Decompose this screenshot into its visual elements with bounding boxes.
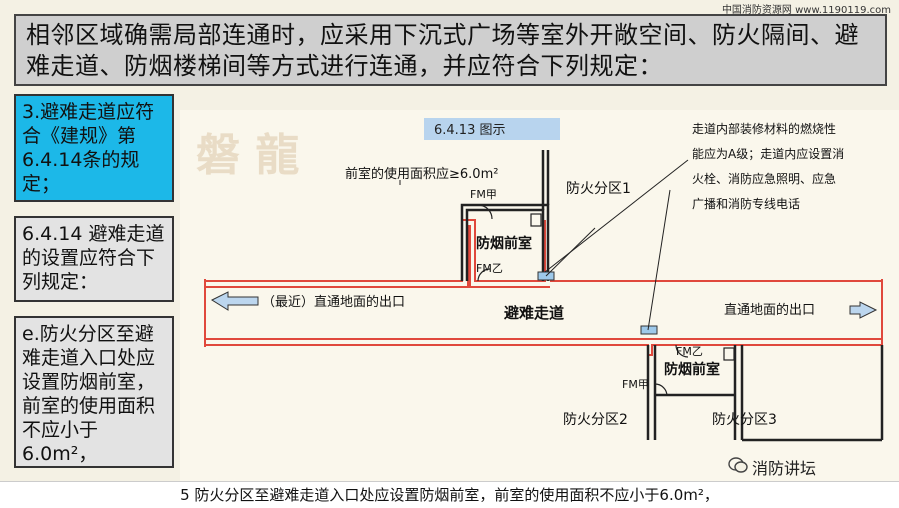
- material-note-line-4: 广播和消防专线电话: [692, 196, 800, 211]
- exit-left-label: （最近）直通地面的出口: [262, 294, 405, 310]
- side-box-item-e: e.防火分区至避难走道入口处应设置防烟前室，前室的使用面积不应小于6.0m²，: [14, 316, 174, 468]
- fm-a-upper-label: FM甲: [470, 188, 497, 201]
- lower-anteroom-walls: [646, 345, 884, 442]
- zone-2-label: 防火分区2: [563, 412, 628, 428]
- anteroom-lower-label: 防烟前室: [664, 361, 720, 378]
- zone-1-label: 防火分区1: [566, 181, 631, 197]
- door-fm-a-upper: [477, 204, 493, 220]
- zone-3-label: 防火分区3: [712, 412, 777, 428]
- anteroom-upper-label: 防烟前室: [476, 235, 532, 252]
- hydrant-upper: [530, 213, 542, 227]
- brand-name: 消防讲坛: [752, 459, 817, 478]
- diagram-header: 6.4.13 图示: [434, 123, 505, 138]
- material-note-line-1: 走道内部装修材料的燃烧性: [692, 121, 836, 136]
- fm-a-lower-label: FM甲: [622, 378, 649, 391]
- page-title: 相邻区域确需局部连通时，应采用下沉式广场等室外开敞空间、防火隔间、避难走道、防烟…: [14, 14, 887, 86]
- leader-line-3: [647, 189, 671, 331]
- diagram-watermark: 磐 龍: [196, 130, 299, 181]
- door-fm-b-upper: [477, 268, 491, 282]
- leader-line-2: [544, 159, 689, 273]
- upper-anteroom-walls: [460, 150, 550, 281]
- door-fm-a-lower: [654, 383, 668, 397]
- fm-b-lower-label: FM乙: [676, 345, 703, 358]
- material-note-line-2: 能应为A级；走道内应设置消: [692, 146, 844, 161]
- area-note: 前室的使用面积应≥6.0m²: [345, 166, 498, 182]
- diagram-header-box: [424, 118, 560, 140]
- door-fm-b-lower: [675, 344, 689, 358]
- side-box-rule-reference: 3.避难走道应符合《建规》第6.4.14条的规定；: [14, 94, 174, 202]
- exit-left-arrow-icon: [210, 291, 259, 311]
- side-box-6-4-14: 6.4.14 避难走道的设置应符合下列规定：: [14, 216, 174, 302]
- hydrant-lower: [723, 347, 735, 361]
- corridor-hydrant-2: [640, 325, 658, 335]
- wechat-icon: [728, 457, 748, 473]
- exit-right-arrow-icon: [849, 301, 878, 319]
- material-note-line-3: 火栓、消防应急照明、应急: [692, 171, 836, 186]
- corridor-walls: [204, 219, 883, 356]
- fm-b-upper-label: FM乙: [476, 262, 503, 275]
- corridor-label: 避难走道: [504, 304, 564, 322]
- footer-caption: 5 防火分区至避难走道入口处应设置防烟前室，前室的使用面积不应小于6.0m²，: [0, 481, 899, 508]
- diagram-background: [180, 110, 899, 490]
- site-url: 中国消防资源网 www.1190119.com: [721, 5, 891, 16]
- exit-right-label: 直通地面的出口: [724, 302, 815, 318]
